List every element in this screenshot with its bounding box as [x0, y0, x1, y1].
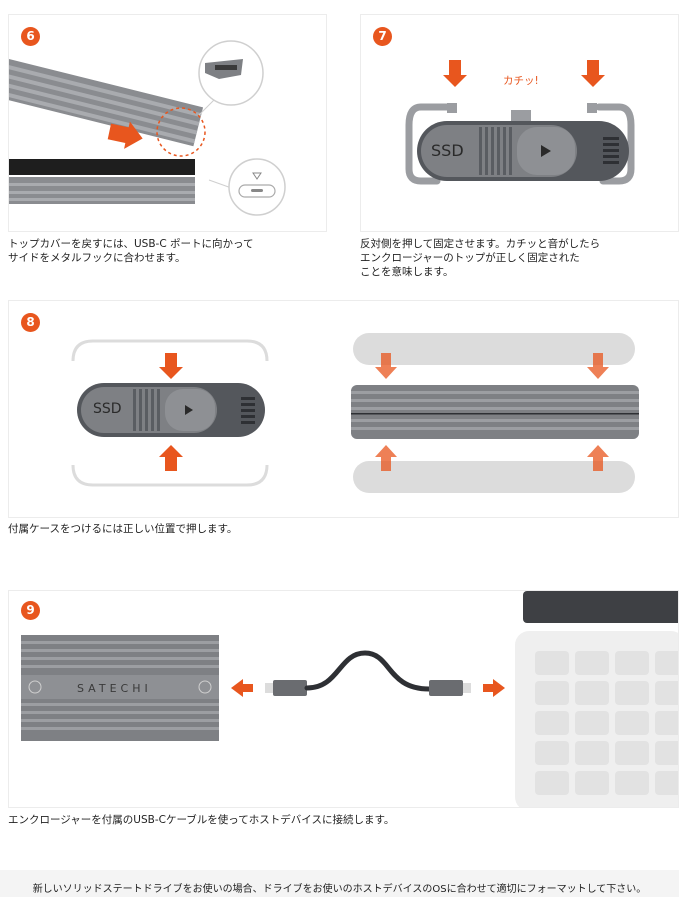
arrow-left-icon: [231, 679, 253, 697]
step-9-panel: SATECHI 9: [8, 590, 679, 808]
step-9-caption: エンクロージャーを付属のUSB-Cケーブルを使ってホストデバイスに接続します。: [8, 814, 395, 826]
arrow-up-icon: [587, 445, 609, 471]
footer-note-bar: 新しいソリッドステートドライブをお使いの場合、ドライブをお使いのホストデバイスの…: [0, 870, 679, 897]
step-9-badge: 9: [21, 601, 40, 620]
step-6-badge: 6: [21, 27, 40, 46]
arrow-down-icon: [159, 353, 183, 379]
step-6-illustration: [9, 40, 286, 216]
step-6-panel: 6: [8, 14, 327, 232]
arrow-down-icon: [375, 353, 397, 379]
arrow-right-icon: [483, 679, 505, 697]
arrow-right-icon: [107, 121, 143, 149]
step-7-caption: 反対側を押して固定させます。カチッと音がしたら エンクロージャーのトップが正しく…: [360, 238, 601, 278]
arrow-up-icon: [159, 445, 183, 471]
step-8-caption: 付属ケースをつけるには正しい位置で押します。: [8, 523, 238, 535]
step-8-panel: SSD 8: [8, 300, 679, 518]
arrow-down-icon: [581, 60, 605, 87]
click-sound-label: カチッ!: [503, 75, 539, 87]
step-8-ssd-label: SSD: [93, 401, 122, 417]
step-7-ssd-label: SSD: [431, 141, 464, 160]
step-6-caption: トップカバーを戻すには、USB-C ポートに向かって サイドをメタルフックに合わ…: [8, 238, 254, 264]
step-7-panel: カチッ! SSD 7: [360, 14, 679, 232]
arrow-down-icon: [443, 60, 467, 87]
step-9-illustration: [21, 591, 678, 807]
footer-note: 新しいソリッドステートドライブをお使いの場合、ドライブをお使いのホストデバイスの…: [32, 884, 647, 895]
arrow-down-icon: [587, 353, 609, 379]
arrow-up-icon: [375, 445, 397, 471]
step-8-illustration: [71, 333, 639, 493]
brand-label: SATECHI: [77, 682, 152, 695]
step-8-badge: 8: [21, 313, 40, 332]
step-7-badge: 7: [373, 27, 392, 46]
step-7-illustration: [405, 60, 635, 185]
